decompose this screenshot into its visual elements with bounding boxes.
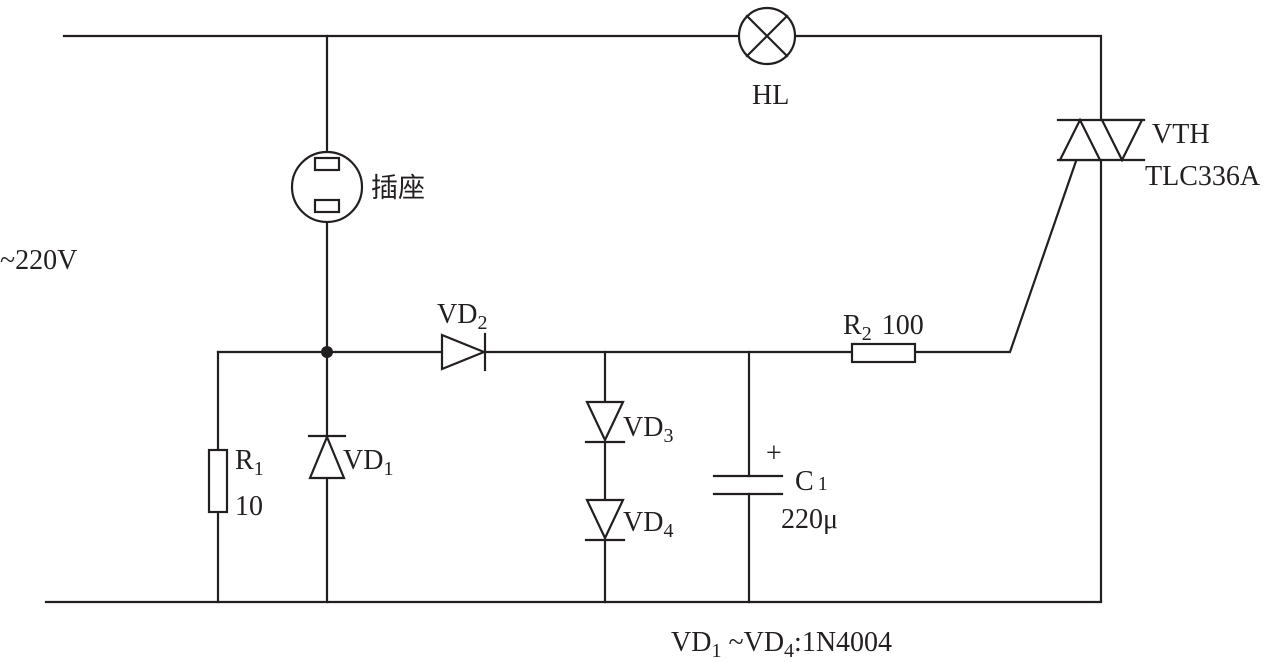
triac-name-label: VTH	[1152, 119, 1210, 150]
triac-part-label: TLC336A	[1145, 161, 1261, 192]
lamp-hl	[737, 6, 797, 66]
resistor-r1	[207, 448, 229, 514]
resistor-r2	[850, 342, 917, 364]
r1-label: R1	[235, 445, 264, 480]
top-rail	[62, 34, 1103, 122]
vd1-label: VD1	[343, 445, 393, 480]
socket-symbol	[290, 150, 364, 224]
wires	[44, 34, 1103, 604]
diode-vd2	[440, 332, 487, 372]
diode-vd1	[307, 434, 347, 480]
vd3-label: VD3	[623, 412, 673, 447]
supply-label: ~220V	[0, 245, 77, 276]
triac-vth	[1056, 117, 1146, 163]
bottom-rail	[44, 158, 1103, 604]
c1-polarity-mark: +	[766, 438, 782, 469]
vd4-label: VD4	[623, 507, 673, 542]
junction-dot	[321, 346, 333, 358]
diode-vd4	[584, 498, 626, 542]
lamp-label: HL	[752, 80, 789, 111]
diode-vd3	[584, 400, 626, 444]
r1-value-label: 10	[235, 491, 263, 522]
vd2-label: VD2	[437, 299, 487, 334]
socket-label: 插座	[371, 173, 425, 204]
c1-value-label: 220μ	[781, 504, 838, 535]
diode-part-note: VD1 ~VD4:1N4004	[671, 627, 892, 662]
capacitor-c1	[712, 474, 784, 496]
